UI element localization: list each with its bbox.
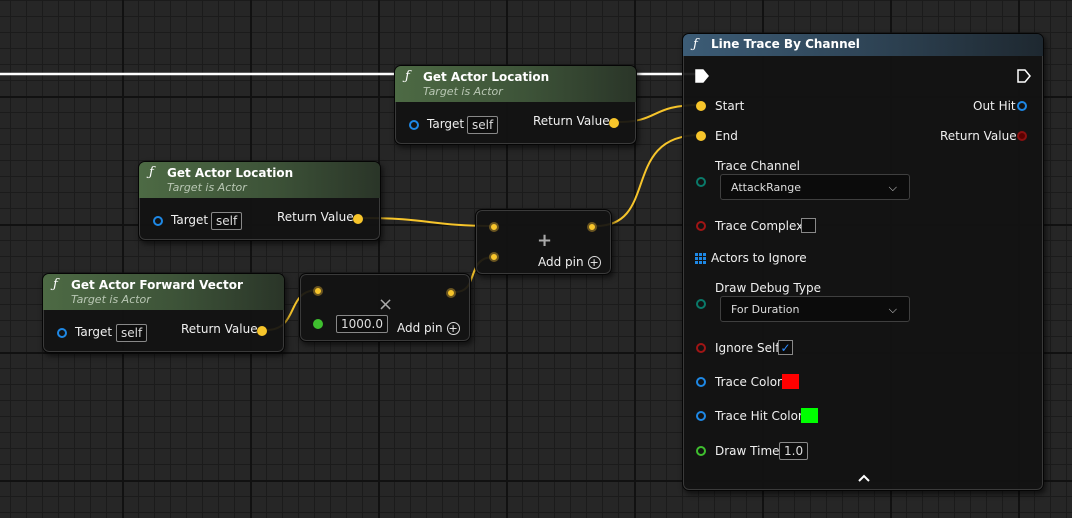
node-line-trace-by-channel[interactable]: ƒ Line Trace By Channel Start Out Hit En… — [682, 33, 1044, 491]
multiply-add-pin-button[interactable]: Add pin+ — [397, 321, 460, 335]
exec-out-pin[interactable] — [1017, 69, 1031, 83]
out-hit-pin[interactable] — [1017, 101, 1027, 111]
trace-color-label: Trace Color — [715, 375, 782, 389]
trace-color-swatch[interactable] — [782, 374, 799, 389]
function-icon: ƒ — [405, 69, 410, 84]
draw-debug-type-label: Draw Debug Type — [715, 281, 821, 295]
trace-hit-color-pin[interactable] — [696, 411, 706, 421]
draw-time-label: Draw Time — [715, 444, 780, 458]
function-icon: ƒ — [53, 277, 58, 292]
multiply-output-pin[interactable] — [446, 288, 456, 298]
node-title: Get Actor Forward Vector — [71, 278, 243, 292]
add-add-pin-button[interactable]: Add pin+ — [538, 255, 601, 269]
node-get-actor-location-top[interactable]: ƒ Get Actor Location Target is Actor Tar… — [394, 65, 637, 145]
target-value-field[interactable]: self — [116, 324, 148, 342]
trace-channel-pin[interactable] — [696, 177, 706, 187]
target-value-field[interactable]: self — [211, 212, 243, 230]
trace-complex-label: Trace Complex — [715, 219, 804, 233]
multiply-icon: × — [378, 294, 394, 315]
add-input-a-pin[interactable] — [489, 222, 499, 232]
add-pin-label: Add pin — [397, 321, 443, 335]
actors-to-ignore-label: Actors to Ignore — [711, 251, 807, 265]
out-hit-label: Out Hit — [973, 99, 1016, 113]
target-label: Target — [75, 325, 113, 339]
return-value-label: Return Value — [277, 210, 354, 224]
chevron-down-icon: ⌵ — [888, 181, 897, 194]
node-get-actor-forward-vector[interactable]: ƒ Get Actor Forward Vector Target is Act… — [42, 273, 285, 353]
draw-time-pin[interactable] — [696, 446, 706, 456]
trace-hit-color-label: Trace Hit Color — [715, 409, 803, 423]
ignore-self-label: Ignore Self — [715, 341, 780, 355]
function-icon: ƒ — [693, 37, 698, 52]
wire-add-to-end — [595, 134, 701, 227]
collapse-chevron-up-icon[interactable] — [858, 474, 870, 482]
multiply-input-b-pin[interactable] — [313, 319, 323, 329]
multiply-input-a-pin[interactable] — [313, 286, 323, 296]
chevron-down-icon: ⌵ — [888, 303, 897, 316]
array-grid-icon[interactable] — [695, 253, 706, 264]
node-header: ƒ Get Actor Location Target is Actor — [139, 162, 380, 198]
end-label: End — [715, 129, 738, 143]
target-pin[interactable] — [57, 328, 67, 338]
return-value-label: Return Value — [181, 322, 258, 336]
return-value-pin[interactable] — [609, 118, 619, 128]
add-input-b-pin[interactable] — [489, 252, 499, 262]
node-subtitle: Target is Actor — [423, 85, 503, 98]
trace-channel-value: AttackRange — [731, 181, 801, 194]
add-icon: + — [537, 230, 553, 251]
target-label: Target — [427, 117, 465, 131]
draw-time-field[interactable]: 1.0 — [779, 442, 809, 460]
return-value-pin[interactable] — [353, 214, 363, 224]
node-header: ƒ Line Trace By Channel — [683, 34, 1043, 56]
add-pin-label: Add pin — [538, 255, 584, 269]
node-get-actor-location-mid[interactable]: ƒ Get Actor Location Target is Actor Tar… — [138, 161, 381, 241]
node-header: ƒ Get Actor Forward Vector Target is Act… — [43, 274, 284, 310]
node-subtitle: Target is Actor — [167, 181, 247, 194]
multiply-value-field[interactable]: 1000.0 — [336, 315, 388, 333]
node-title: Get Actor Location — [423, 70, 550, 84]
node-subtitle: Target is Actor — [71, 293, 151, 306]
trace-complex-pin[interactable] — [696, 221, 706, 231]
trace-channel-label: Trace Channel — [715, 159, 800, 173]
node-add[interactable]: + Add pin+ — [475, 209, 612, 275]
plus-circle-icon: + — [587, 256, 601, 269]
return-value-label: Return Value — [940, 129, 1017, 143]
node-multiply[interactable]: 1000.0 × Add pin+ — [299, 273, 471, 342]
return-value-pin[interactable] — [1017, 131, 1027, 141]
start-pin[interactable] — [696, 101, 706, 111]
trace-complex-checkbox[interactable] — [801, 218, 816, 233]
add-output-pin[interactable] — [587, 222, 597, 232]
ignore-self-pin[interactable] — [696, 343, 706, 353]
target-value-field[interactable]: self — [467, 116, 499, 134]
draw-debug-type-dropdown[interactable]: For Duration ⌵ — [720, 296, 910, 322]
node-header: ƒ Get Actor Location Target is Actor — [395, 66, 636, 102]
exec-in-pin[interactable] — [695, 69, 709, 83]
target-label: Target — [171, 213, 209, 227]
node-title: Get Actor Location — [167, 166, 294, 180]
return-value-label: Return Value — [533, 114, 610, 128]
trace-channel-dropdown[interactable]: AttackRange ⌵ — [720, 174, 910, 200]
end-pin[interactable] — [696, 131, 706, 141]
start-label: Start — [715, 99, 745, 113]
draw-debug-type-value: For Duration — [731, 303, 800, 316]
target-pin[interactable] — [409, 120, 419, 130]
return-value-pin[interactable] — [257, 326, 267, 336]
ignore-self-checkbox[interactable]: ✓ — [778, 340, 793, 355]
node-title: Line Trace By Channel — [711, 37, 860, 51]
trace-color-pin[interactable] — [696, 377, 706, 387]
trace-hit-color-swatch[interactable] — [801, 408, 818, 423]
target-pin[interactable] — [153, 216, 163, 226]
function-icon: ƒ — [149, 165, 154, 180]
draw-debug-type-pin[interactable] — [696, 299, 706, 309]
plus-circle-icon: + — [446, 322, 460, 335]
